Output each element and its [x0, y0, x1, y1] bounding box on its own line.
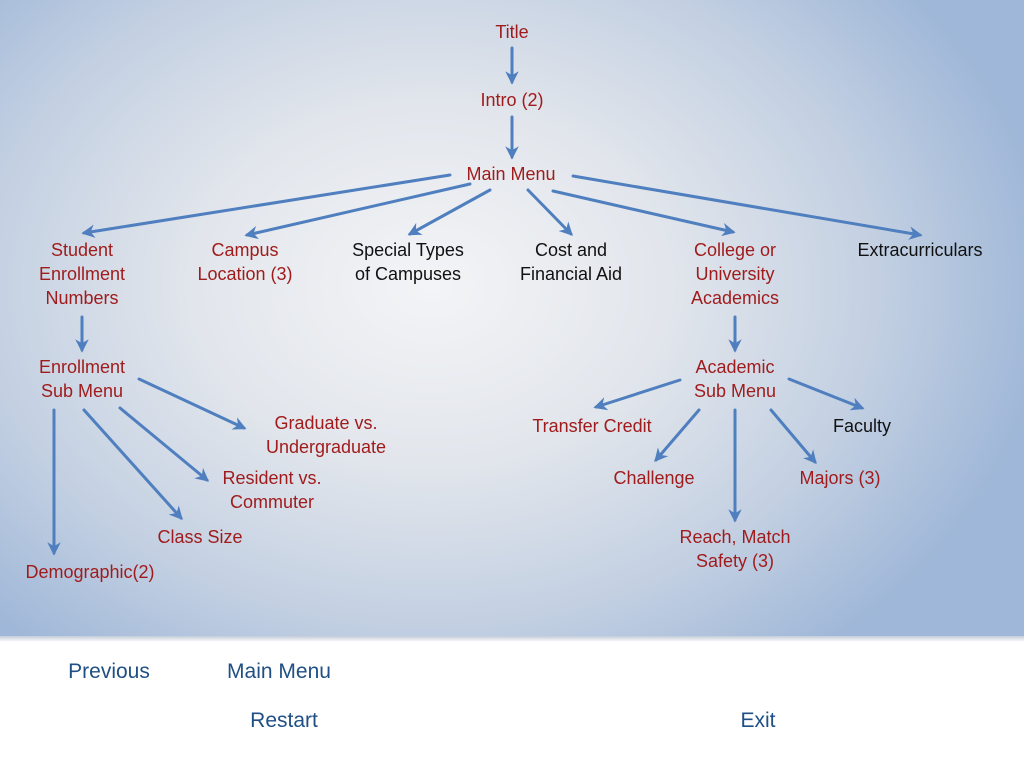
node-label-line: of Campuses	[354, 264, 462, 284]
node-special-types: Special Types of Campuses	[352, 238, 464, 286]
node-label-line: Main Menu	[466, 164, 556, 184]
node-label-line: Campus	[211, 240, 279, 260]
edge-enrollment-sub-menu-to-resident-commuter	[118, 406, 210, 482]
edge-academic-sub-menu-to-majors	[769, 408, 817, 465]
edge-enrollment-sub-menu-to-class-size	[82, 408, 183, 521]
edge-main-menu-to-cost-aid	[526, 188, 573, 236]
node-label-line: Special Types	[352, 240, 464, 260]
node-label-line: Reach, Match	[679, 527, 791, 547]
node-majors: Majors (3)	[799, 466, 880, 490]
node-label-line: Challenge	[613, 468, 695, 488]
node-title: Title	[495, 20, 528, 44]
node-label-line: Graduate vs.	[274, 413, 378, 433]
node-challenge: Challenge	[613, 466, 694, 490]
node-intro: Intro (2)	[480, 88, 543, 112]
node-label-line: Faculty	[832, 416, 892, 436]
edge-main-menu-to-special-types	[407, 188, 492, 236]
node-extracurriculars: Extracurriculars	[857, 238, 982, 262]
node-label-line: Academic	[695, 357, 775, 377]
node-label-line: Student	[50, 240, 114, 260]
edge-main-menu-to-extracurriculars	[571, 174, 923, 240]
node-label-line: Majors (3)	[799, 468, 881, 488]
node-label-line: Enrollment	[38, 357, 126, 377]
edge-main-menu-to-college-academics	[551, 189, 736, 237]
node-label-line: Sub Menu	[693, 381, 777, 401]
node-label-line: Safety (3)	[695, 551, 775, 571]
edge-academic-sub-menu-to-faculty	[787, 377, 865, 411]
node-label-line: Enrollment	[38, 264, 126, 284]
node-main-menu: Main Menu	[466, 162, 555, 186]
exit-link[interactable]: Exit	[740, 709, 776, 732]
node-label-line: Financial Aid	[519, 264, 623, 284]
node-label-line: Academics	[690, 288, 780, 308]
node-label-line: Commuter	[229, 492, 315, 512]
restart-link[interactable]: Restart	[250, 709, 318, 732]
node-label-line: Location (3)	[197, 264, 293, 284]
edge-enrollment-sub-menu-to-grad-undergrad	[137, 377, 247, 430]
node-label-line: University	[695, 264, 775, 284]
node-label-line: Extracurriculars	[857, 240, 983, 260]
node-label-line: Class Size	[157, 527, 243, 547]
node-label-line: Transfer Credit	[532, 416, 652, 436]
main-menu-link[interactable]: Main Menu	[227, 660, 331, 683]
previous-link[interactable]: Previous	[68, 660, 150, 683]
edge-academic-sub-menu-to-challenge	[654, 408, 701, 463]
diagram-edges	[47, 46, 923, 556]
node-grad-undergrad: Graduate vs. Undergraduate	[266, 411, 386, 459]
node-label-line: Sub Menu	[40, 381, 124, 401]
node-label-line: Title	[495, 22, 529, 42]
node-faculty: Faculty	[833, 414, 891, 438]
node-label-line: Resident vs.	[222, 468, 322, 488]
node-label-line: Intro (2)	[480, 90, 544, 110]
node-transfer-credit: Transfer Credit	[532, 414, 651, 438]
edge-main-menu-to-campus-location	[244, 182, 472, 240]
node-class-size: Class Size	[157, 525, 242, 549]
node-resident-commuter: Resident vs. Commuter	[222, 466, 321, 514]
node-label-line: Cost and	[534, 240, 608, 260]
node-label-line: Numbers	[45, 288, 119, 308]
edge-academic-sub-menu-to-transfer-credit	[593, 378, 682, 411]
node-label-line: Undergraduate	[265, 437, 387, 457]
node-label-line: Demographic(2)	[25, 562, 155, 582]
stage-shadow	[0, 636, 1024, 642]
edge-main-menu-to-student-enrollment	[81, 173, 452, 238]
node-demographic: Demographic(2)	[25, 560, 154, 584]
node-label-line: College or	[693, 240, 777, 260]
